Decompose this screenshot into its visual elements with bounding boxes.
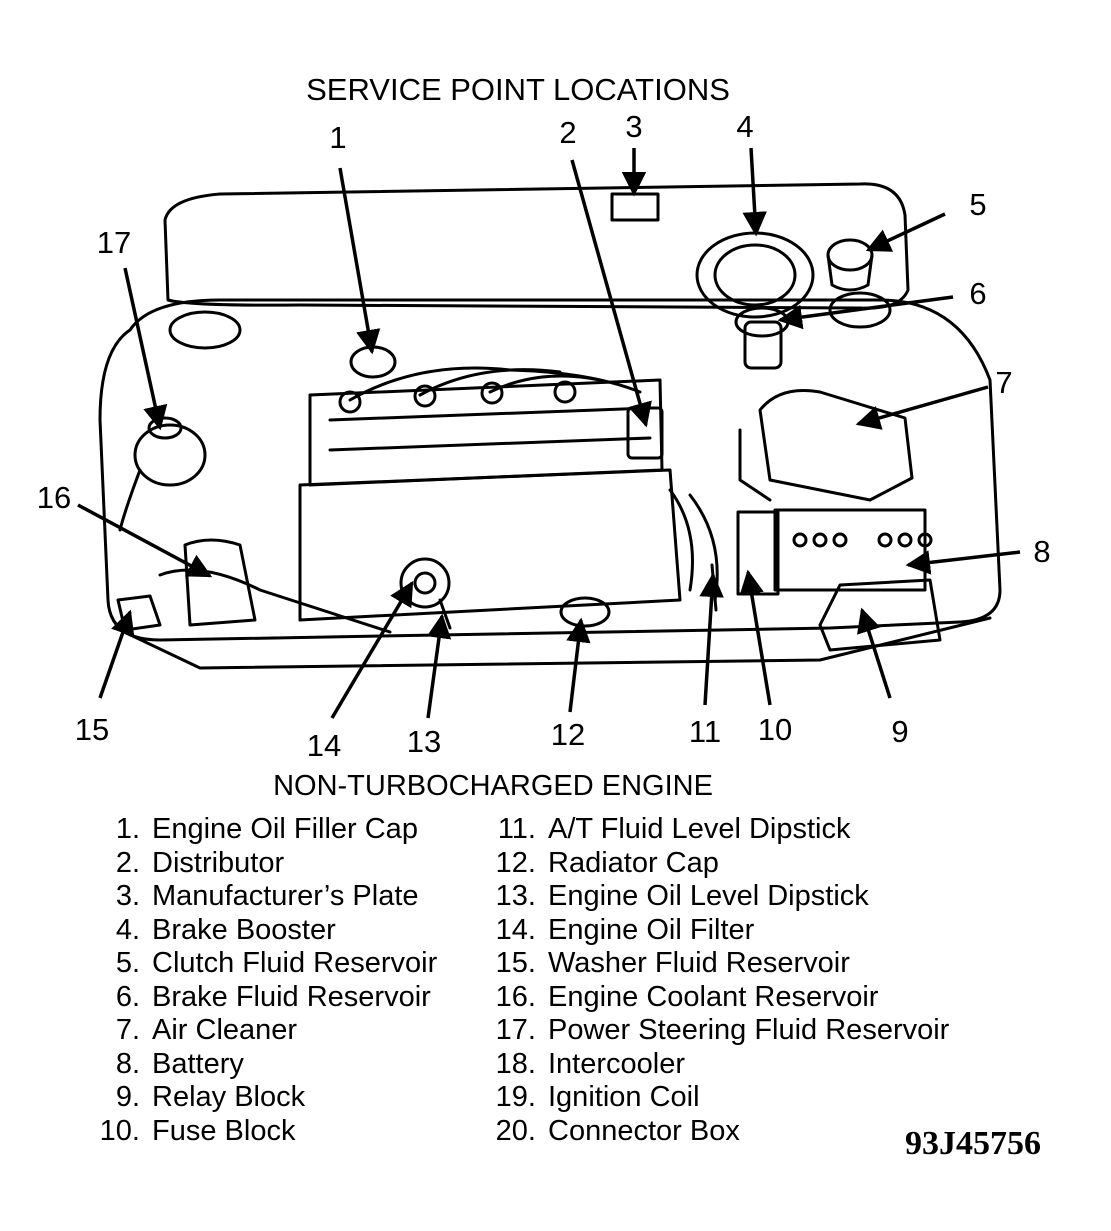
legend-item-label: Engine Oil Filler Cap [152, 813, 418, 845]
legend-item-label: Radiator Cap [548, 846, 719, 879]
legend-item-label: Intercooler [548, 1047, 686, 1080]
legend-item-label: Clutch Fluid Reservoir [152, 947, 438, 979]
callout-13: 13 [407, 724, 441, 759]
callout-leaders [77, 147, 1021, 719]
legend-item-number: 18. [495, 1047, 536, 1080]
legend-item-number: 1. [115, 813, 140, 845]
power-steering-reservoir [133, 423, 207, 487]
callout-4: 4 [736, 109, 753, 144]
oil-filter [399, 557, 451, 609]
callout-11: 11 [689, 714, 721, 749]
callout-7: 7 [995, 365, 1012, 400]
legend-item-number: 10. [99, 1114, 140, 1147]
callout-numbers: 1 2 3 4 5 6 7 8 9 10 11 12 13 14 15 16 1… [37, 109, 1051, 763]
legend: 1. Engine Oil Filler Cap 2. Distributor 3. Ma… [0, 805, 1111, 1147]
legend-item-number: 11. [497, 813, 536, 845]
engine-bay-outline [98, 298, 1002, 642]
legend-item-number: 8. [115, 1047, 140, 1080]
left-strut-tower [168, 310, 242, 350]
coolant-reservoir [183, 538, 257, 627]
callout-9: 9 [891, 714, 908, 749]
callout-10: 10 [758, 712, 792, 747]
callout-5: 5 [969, 187, 986, 222]
legend-item-label: Air Cleaner [152, 1014, 298, 1046]
engine-block [308, 378, 664, 487]
callout-6: 6 [969, 276, 986, 311]
callout-15: 15 [75, 712, 109, 747]
legend-item-label: Manufacturer’s Plate [152, 880, 419, 912]
callout-1: 1 [329, 120, 346, 155]
radiator-cap [559, 596, 611, 628]
diagram-subtitle: NON-TURBOCHARGED ENGINE [273, 770, 713, 802]
legend-item-label: Washer Fluid Reservoir [548, 947, 850, 979]
relay-block [818, 578, 942, 652]
air-cleaner [758, 388, 914, 502]
fuse-block [736, 510, 780, 596]
legend-item-number: 13. [495, 880, 536, 912]
brake-fluid-reservoir [743, 320, 783, 370]
legend-item-number: 12. [495, 846, 536, 879]
right-strut-tower [828, 291, 892, 329]
figure-code: 93J45756 [905, 1125, 1041, 1162]
legend-item-number: 2. [115, 846, 140, 879]
legend-item-number: 17. [495, 1014, 536, 1046]
engine-diagram: SERVICE POINT LOCATIONS [37, 72, 1051, 802]
legend-item-number: 14. [495, 913, 536, 946]
callout-2: 2 [559, 115, 576, 150]
diagram-title: SERVICE POINT LOCATIONS [306, 72, 730, 107]
callout-16: 16 [37, 480, 71, 515]
legend-item-label: Ignition Coil [548, 1081, 700, 1113]
legend-item-label: Engine Coolant Reservoir [548, 980, 879, 1013]
legend-item-number: 9. [115, 1081, 140, 1113]
engine-bay-drawing [98, 182, 1002, 670]
legend-item-number: 5. [115, 947, 140, 979]
clutch-fluid-reservoir [826, 238, 874, 272]
legend-item-label: Engine Oil Level Dipstick [548, 880, 869, 912]
legend-item-number: 3. [115, 880, 140, 912]
callout-8: 8 [1033, 534, 1050, 569]
legend-item-number: 16. [495, 980, 536, 1013]
legend-item-label: Engine Oil Filter [548, 913, 755, 946]
cowl-panel [163, 182, 910, 310]
legend-item-number: 20. [495, 1114, 536, 1147]
legend-item-number: 6. [115, 980, 140, 1013]
legend-item-label: Relay Block [152, 1081, 306, 1113]
legend-item-label: Connector Box [548, 1114, 740, 1147]
callout-12: 12 [551, 717, 585, 752]
legend-item-label: Battery [152, 1047, 244, 1080]
battery [773, 508, 927, 592]
legend-item-number: 7. [115, 1014, 140, 1046]
radiator-support [118, 616, 992, 670]
manufacturer-plate [610, 192, 660, 222]
legend-item-label: Brake Fluid Reservoir [152, 980, 431, 1013]
legend-item-number: 15. [495, 947, 536, 979]
callout-3: 3 [625, 109, 642, 144]
callout-14: 14 [307, 728, 341, 763]
legend-item-label: Brake Booster [152, 913, 336, 946]
legend-item-label: Fuse Block [152, 1114, 296, 1147]
legend-item-label: Power Steering Fluid Reservoir [548, 1014, 950, 1046]
legend-item-number: 19. [495, 1081, 536, 1113]
legend-item-number: 4. [115, 913, 140, 946]
legend-item-label: A/T Fluid Level Dipstick [548, 813, 851, 845]
callout-17: 17 [97, 225, 131, 260]
legend-item-label: Distributor [152, 846, 285, 879]
